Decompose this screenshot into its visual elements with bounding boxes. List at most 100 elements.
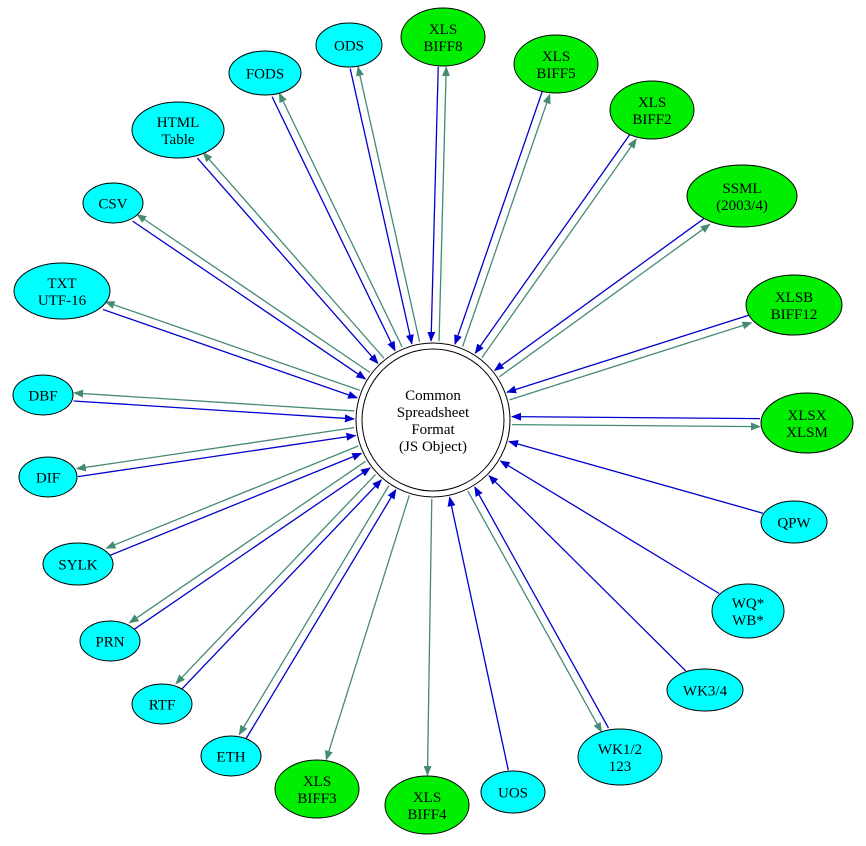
read-edge-html-table — [196, 157, 379, 365]
format-node-shape-xls-biff8 — [400, 7, 486, 67]
format-node-label-dbf: DBF — [28, 388, 57, 404]
format-node-shape-xls-biff2 — [609, 80, 695, 140]
write-edge-xls-biff8 — [438, 66, 450, 342]
format-node-label-wq-wb: WB* — [732, 613, 764, 629]
format-node-label-rtf: RTF — [149, 697, 176, 713]
read-edge-wk12-123 — [474, 486, 610, 729]
format-node-wk34: WK3/4 — [666, 668, 744, 712]
format-node-label-xls-biff8: XLS — [429, 22, 457, 38]
format-node-label-xls-biff3: BIFF3 — [297, 791, 336, 807]
format-node-label-xls-biff5: BIFF5 — [536, 66, 575, 82]
edges-layer — [73, 65, 764, 777]
read-edge-ssml — [493, 217, 706, 371]
write-edge-ods — [356, 65, 421, 343]
write-edge-xls-biff2 — [481, 138, 637, 359]
format-node-dbf: DBF — [12, 374, 74, 416]
read-edge-uos — [447, 496, 509, 771]
format-node-label-xlsb-biff12: BIFF12 — [771, 307, 818, 323]
format-node-shape-sylk — [42, 542, 114, 586]
format-node-shape-qpw — [760, 500, 828, 544]
format-node-sylk: SYLK — [42, 542, 114, 586]
format-node-label-wk12-123: 123 — [609, 759, 632, 775]
format-node-eth: ETH — [200, 735, 262, 777]
center-node-outer-circle — [355, 342, 511, 498]
write-edge-html-table — [202, 152, 385, 359]
read-edge-fods — [271, 96, 396, 352]
read-edge-wq-wb — [499, 460, 720, 595]
read-edge-xlsb-biff12 — [506, 314, 750, 394]
format-node-label-ssml: (2003/4) — [716, 198, 768, 214]
format-node-label-wk12-123: WK1/2 — [598, 742, 642, 758]
format-node-csv: CSV — [82, 182, 144, 224]
format-node-shape-rtf — [131, 683, 193, 725]
read-edge-qpw — [508, 440, 764, 514]
format-node-label-txt-utf16: TXT — [47, 276, 76, 292]
read-edge-txt-utf16 — [102, 308, 359, 399]
read-edge-sylk — [109, 452, 363, 557]
write-edge-dbf — [73, 389, 355, 412]
write-edge-prn — [128, 460, 366, 624]
format-node-label-xlsb-biff12: XLSB — [775, 290, 813, 306]
write-edge-ssml — [498, 223, 711, 378]
write-edge-dif — [75, 426, 355, 472]
format-node-shape-xlsx-xlsm — [760, 392, 854, 454]
format-node-fods: FODS — [228, 50, 302, 96]
format-node-wq-wb: WQ*WB* — [711, 583, 785, 639]
format-node-shape-prn — [79, 620, 141, 662]
center-node-label: Common — [405, 388, 461, 404]
read-edge-dbf — [73, 400, 355, 423]
format-node-label-html-table: HTML — [157, 115, 200, 131]
format-node-shape-wq-wb — [711, 583, 785, 639]
format-node-label-xls-biff5: XLS — [542, 49, 570, 65]
format-node-ods: ODS — [315, 22, 383, 68]
format-node-label-xls-biff4: BIFF4 — [407, 807, 447, 823]
read-edge-csv — [132, 220, 367, 380]
format-node-label-xls-biff8: BIFF8 — [423, 39, 462, 55]
format-node-qpw: QPW — [760, 500, 828, 544]
write-edge-xls-biff3 — [325, 495, 410, 761]
format-node-shape-xls-biff3 — [274, 759, 360, 819]
center-node-label: Format — [411, 422, 455, 438]
write-edge-rtf — [175, 473, 377, 685]
write-edge-xlsb-biff12 — [509, 321, 753, 401]
format-node-label-ssml: SSML — [722, 181, 761, 197]
read-edge-prn — [133, 467, 371, 630]
format-node-label-wk34: WK3/4 — [683, 683, 728, 699]
format-node-shape-xlsb-biff12 — [745, 274, 843, 336]
format-node-label-wq-wb: WQ* — [732, 596, 765, 612]
read-edge-ods — [349, 68, 414, 345]
format-node-label-xls-biff4: XLS — [413, 790, 441, 806]
write-edge-sylk — [105, 445, 359, 549]
center-node-inner-circle — [361, 348, 505, 492]
format-node-label-eth: ETH — [216, 749, 245, 765]
format-node-uos: UOS — [480, 770, 546, 814]
format-node-label-dif: DIF — [36, 470, 60, 486]
format-node-label-xls-biff2: XLS — [638, 95, 666, 111]
format-node-shape-fods — [228, 50, 302, 96]
format-node-shape-xls-biff5 — [513, 34, 599, 94]
write-edge-fods — [278, 92, 403, 348]
format-node-label-sylk: SYLK — [58, 557, 97, 573]
format-node-shape-ods — [315, 22, 383, 68]
format-node-dif: DIF — [18, 456, 78, 498]
format-node-label-xls-biff3: XLS — [303, 774, 331, 790]
format-node-label-xlsx-xlsm: XLSM — [786, 425, 828, 441]
read-edge-xls-biff8 — [427, 66, 439, 342]
center-node-label: (JS Object) — [399, 439, 467, 455]
format-node-rtf: RTF — [131, 683, 193, 725]
format-node-prn: PRN — [79, 620, 141, 662]
format-node-shape-wk12-123 — [577, 728, 663, 786]
format-node-label-prn: PRN — [95, 634, 124, 650]
format-node-shape-uos — [480, 770, 546, 814]
format-node-shape-dif — [18, 456, 78, 498]
